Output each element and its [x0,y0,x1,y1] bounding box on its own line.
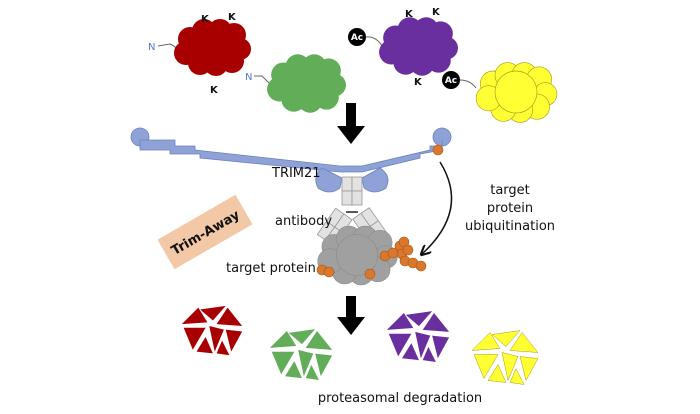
lysine-label: K [432,7,441,18]
n-terminus-label: N [245,72,252,83]
purple-protein: Ac K K K [348,7,458,88]
purple-protein-fragments [386,311,450,362]
down-arrow-icon [337,296,365,335]
degradation-label: proteasomal degradation [318,391,482,406]
lysine-label: K [228,12,237,23]
antibody-label: antibody [275,214,332,229]
n-terminus-label: N [148,42,155,53]
target-protein-label: target protein [226,261,316,276]
acetyl-group-icon [442,71,460,89]
red-protein: N K K K [148,12,251,96]
trim21-protein [130,127,452,193]
red-protein-fragments [181,305,243,356]
lysine-label: K [201,14,210,25]
trim-away-badge: Trim-Away [157,194,253,270]
ubiquitination-label-line3: ubiquitination [465,219,555,234]
lysine-label: K [405,9,414,20]
green-protein: N [245,54,346,113]
trim21-label: TRIM21 [271,166,321,181]
acetyl-label: Ac [445,76,457,86]
down-arrow-icon [337,103,365,144]
ubiquitin-chain [316,144,444,280]
green-protein-fragments [269,329,333,380]
acetyl-group-icon [348,28,366,46]
yellow-protein: Ac [442,62,558,123]
curved-arrow-icon [422,161,453,254]
lysine-label: K [210,85,219,96]
ubiquitination-label-line1: target [490,183,530,198]
acetyl-label: Ac [351,33,363,43]
ubiquitination-label-line2: protein [487,201,533,216]
lysine-label: K [414,77,423,88]
yellow-protein-fragments [471,330,539,386]
